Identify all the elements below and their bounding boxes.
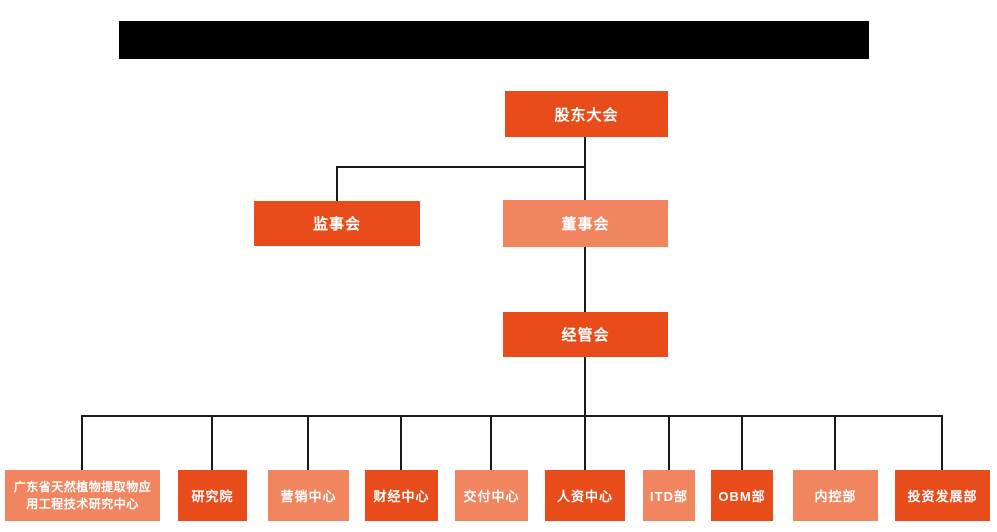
org-node-label: 经管会 — [561, 327, 610, 344]
connector-board-to-management — [584, 245, 586, 313]
connector-drop-research-institute — [211, 415, 213, 471]
org-node-label: 研究院 — [191, 489, 234, 504]
org-node-obm-dept: OBM部 — [711, 470, 773, 521]
connector-drop-hr-center — [584, 415, 586, 471]
connector-drop-marketing-center — [307, 415, 309, 471]
org-node-label: 营销中心 — [280, 489, 337, 504]
connector-drop-obm-dept — [741, 415, 743, 471]
connector-drop-delivery-center — [490, 415, 492, 471]
connector-drop-itd-dept — [668, 415, 670, 471]
connector-branch-supervisory — [336, 166, 586, 168]
connector-drop-finance-center — [400, 415, 402, 471]
org-node-supervisory-board: 监事会 — [254, 201, 420, 246]
org-node-label: ITD部 — [650, 489, 688, 504]
connector-management-to-departments — [584, 356, 586, 417]
connector-shareholders-to-board — [584, 136, 586, 202]
org-node-label: OBM部 — [718, 489, 766, 504]
org-node-hr-center: 人资中心 — [545, 470, 625, 521]
org-node-internal-control-dept: 内控部 — [793, 470, 878, 521]
org-node-marketing-center: 营销中心 — [268, 470, 349, 521]
org-node-label: 广东省天然植物提取物应用工程技术研究中心 — [13, 480, 152, 511]
org-node-research-institute: 研究院 — [178, 470, 247, 521]
connector-drop-supervisory — [336, 166, 338, 202]
org-node-label: 董事会 — [561, 216, 610, 233]
org-node-label: 监事会 — [312, 216, 361, 233]
org-node-label: 股东大会 — [554, 106, 619, 124]
org-node-label: 人资中心 — [556, 489, 613, 504]
connector-drop-research-center — [81, 415, 83, 471]
org-node-management-committee: 经管会 — [503, 312, 668, 357]
org-node-investment-development-dept: 投资发展部 — [895, 470, 990, 521]
org-node-itd-dept: ITD部 — [643, 470, 695, 521]
org-node-label: 内控部 — [814, 489, 857, 504]
org-node-finance-center: 财经中心 — [365, 470, 438, 521]
org-node-delivery-center: 交付中心 — [455, 470, 528, 521]
org-node-label: 财经中心 — [373, 489, 430, 504]
connector-departments-rail — [81, 415, 943, 417]
org-node-label: 交付中心 — [463, 489, 520, 504]
org-node-label: 投资发展部 — [907, 489, 978, 504]
connector-drop-investment-development-dept — [941, 415, 943, 471]
org-node-board-of-directors: 董事会 — [503, 200, 668, 247]
redacted-title-bar — [119, 21, 869, 59]
connector-drop-internal-control-dept — [834, 415, 836, 471]
org-node-shareholders-meeting: 股东大会 — [505, 91, 668, 137]
org-node-research-center: 广东省天然植物提取物应用工程技术研究中心 — [5, 470, 160, 521]
